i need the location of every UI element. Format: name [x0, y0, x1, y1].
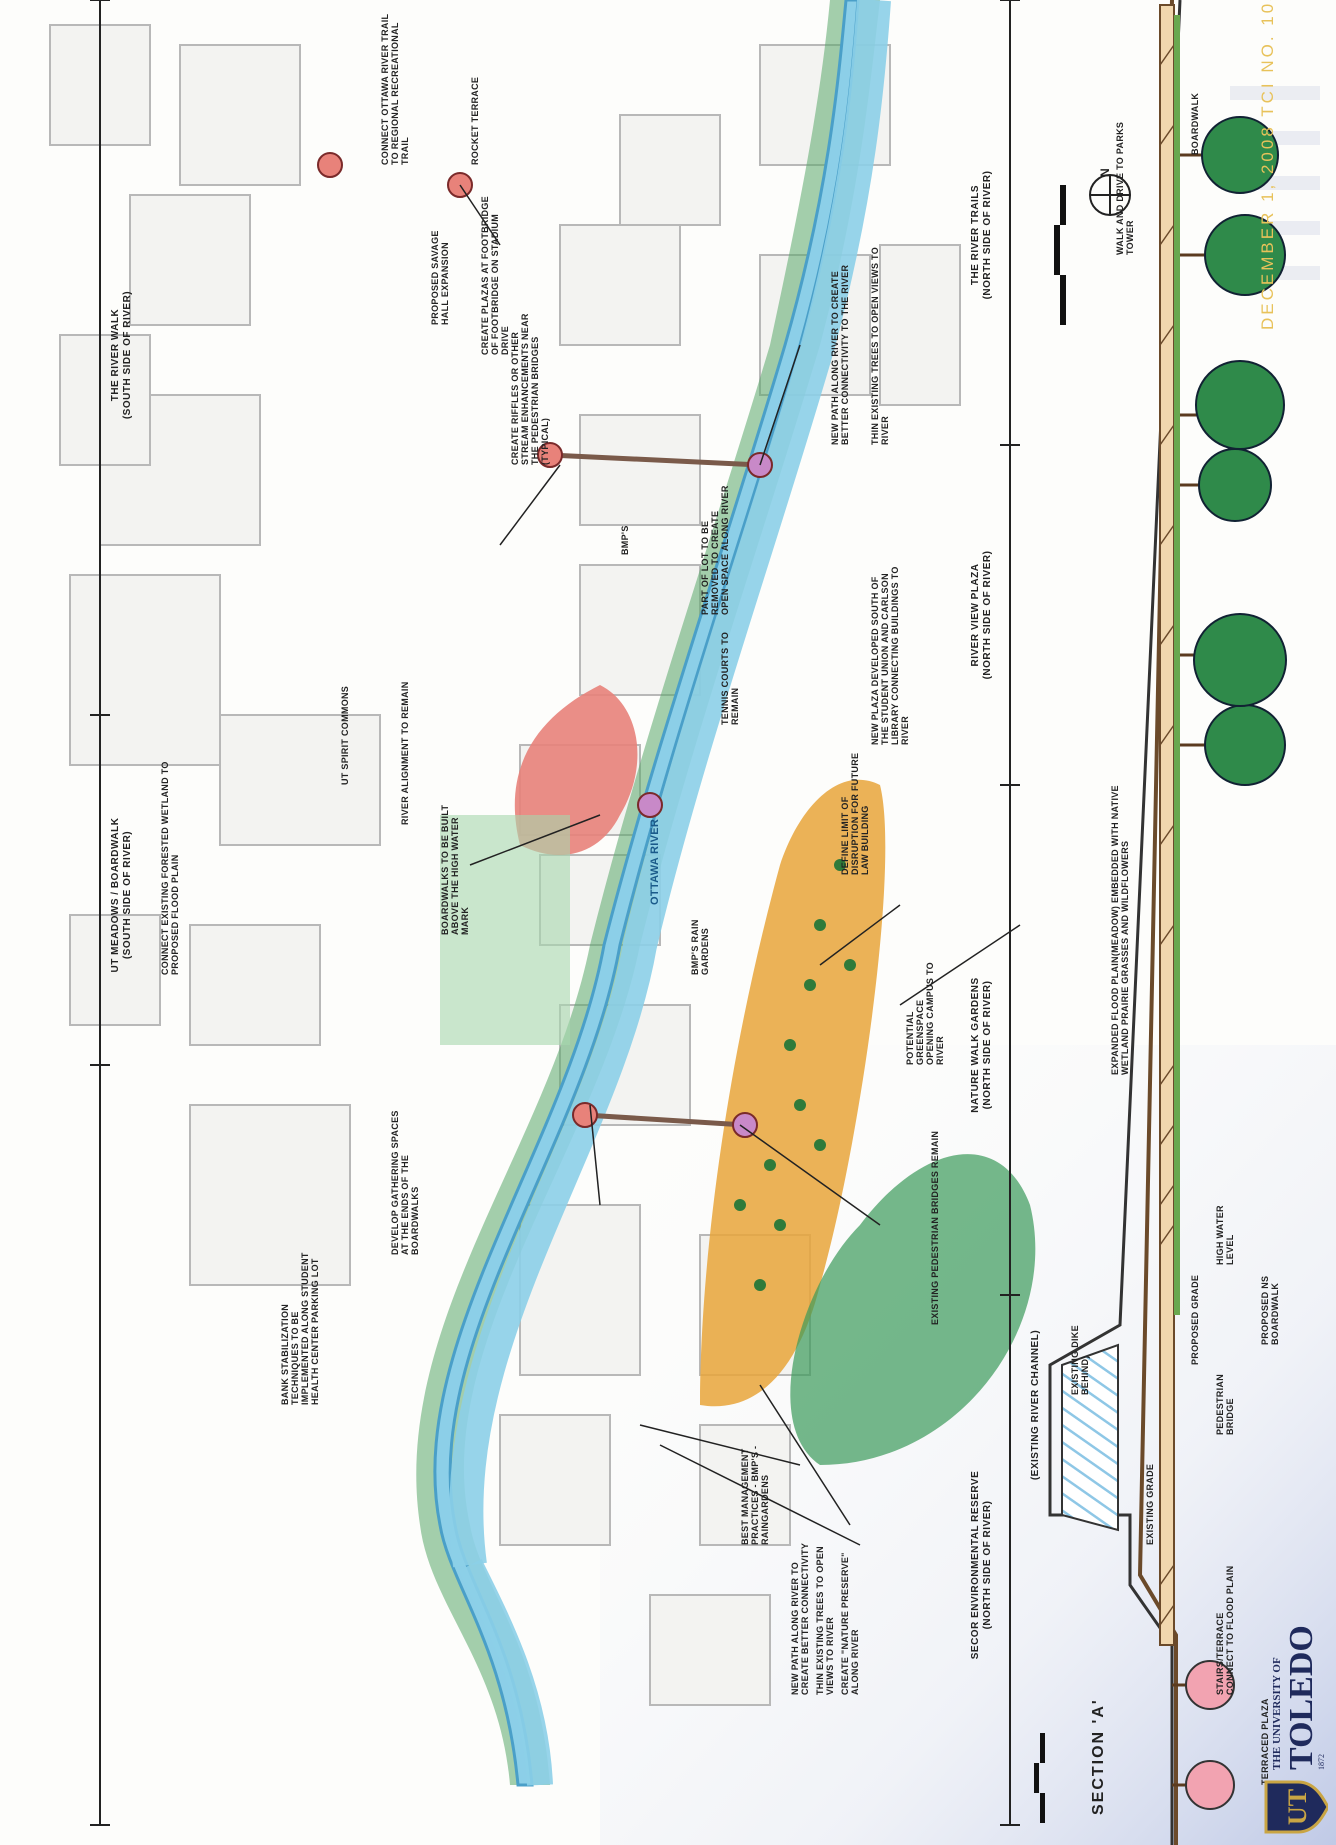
label-bmps: BMP'S [620, 525, 630, 555]
bridge-node-3 [637, 792, 663, 818]
zone-secor-environmental-reserve: SECOR ENVIRONMENTAL RESERVE(NORTH SIDE O… [970, 1355, 994, 1775]
zone-river-walk: THE RIVER WALK(SOUTH SIDE OF RIVER) [110, 15, 134, 695]
zone-ut-meadows-boardwalk: UT MEADOWS / BOARDWALK(SOUTH SIDE OF RIV… [110, 745, 134, 1045]
green-tree-5 [1180, 214, 1286, 296]
zone-dimension-lines [90, 0, 1020, 1826]
trail-connector-node [317, 152, 343, 178]
label-thin-trees-east: THIN EXISTING TREES TO OPEN VIEWS TO RIV… [870, 247, 890, 445]
label-thin-trees-west: THIN EXISTING TREES TO OPEN VIEWS TO RIV… [815, 1546, 835, 1695]
ut-meadows [700, 779, 886, 1407]
label-boardwalk: BOARDWALK [1190, 92, 1200, 155]
zone-title: THE RIVER WALK [110, 308, 121, 402]
date-project-number: DECEMBER 1, 2008 TCI NO. 105552 [1258, 0, 1277, 330]
label-connect-wetland: CONNECT EXISTING FORESTED WETLAND TO PRO… [160, 761, 180, 975]
river-channel-hatch [1061, 1343, 1119, 1532]
north-arrow [1089, 174, 1131, 216]
zone-sub: (NORTH SIDE OF RIVER) [982, 1500, 993, 1630]
label-proposed-ns-boardwalk: PROPOSED NS BOARDWALK [1260, 1275, 1280, 1345]
meadow-strip [1174, 15, 1180, 1315]
bridge-node-4 [537, 442, 563, 468]
label-existing-dike: EXISTING DIKE BEHIND) [1070, 1325, 1090, 1395]
label-tennis-courts: TENNIS COURTS TO REMAIN [720, 631, 740, 725]
zone-nature-walk-gardens: NATURE WALK GARDENS(NORTH SIDE OF RIVER) [970, 805, 994, 1285]
zone-sub: (SOUTH SIDE OF RIVER) [122, 830, 133, 960]
label-pedestrian-bridge: PEDESTRIAN BRIDGE [1215, 1373, 1235, 1435]
label-create-riffles: CREATE RIFFLES OR OTHER STREAM ENHANCEME… [510, 313, 550, 465]
north-arrow-letter: N [1098, 168, 1112, 177]
label-create-plazas: CREATE PLAZAS AT FOOTBRIDGE OF FOOTBRIDG… [480, 196, 510, 355]
label-high-water-level: HIGH WATER LEVEL [1215, 1205, 1235, 1265]
zone-river-trails: THE RIVER TRAILS(NORTH SIDE OF RIVER) [970, 35, 994, 435]
bridge-node-1 [572, 1102, 598, 1128]
zone-sub: (SOUTH SIDE OF RIVER) [122, 290, 133, 420]
logo-seal-text: UT [1283, 1789, 1312, 1825]
label-rocket-terrace: ROCKET TERRACE [470, 76, 480, 165]
label-bank-stabilization: BANK STABILIZATION TECHNIQUES TO BE IMPL… [280, 1252, 320, 1405]
logo-year: 1872 [1317, 1754, 1326, 1770]
pink-tree-2 [1172, 1660, 1235, 1710]
label-potential-greenspace: POTENTIAL GREENSPACE OPENING CAMPUS TO R… [905, 962, 945, 1065]
leader-lines [459, 184, 1021, 1546]
label-walk-and-drive: WALK AND DRIVE TO PARKS TOWER [1115, 121, 1135, 255]
label-existing-river-channel: (EXISTING RIVER CHANNEL) [1030, 1329, 1041, 1481]
label-expanded-flood-plain: EXPANDED FLOOD PLAIN(MEADOW) EMBEDDED WI… [1110, 785, 1130, 1075]
zone-title: THE RIVER TRAILS [970, 184, 981, 286]
label-proposed-grade: PROPOSED GRADE [1190, 1274, 1200, 1365]
section-title: SECTION 'A' [1090, 1698, 1107, 1815]
ut-shield-icon [1264, 1780, 1330, 1834]
label-river-alignment: RIVER ALIGNMENT TO REMAIN [400, 681, 410, 825]
graphic-scale-plan [1054, 185, 1066, 325]
graphic-scale-section [1034, 1733, 1045, 1823]
label-ottawa-river: OTTAWA RIVER [649, 818, 661, 905]
label-savage-hall: PROPOSED SAVAGE HALL EXPANSION [430, 230, 450, 325]
pink-tree-1 [1172, 1760, 1235, 1810]
section-a-drawing [1048, 0, 1287, 1845]
university-logo: UT THE UNIVERSITY OF TOLEDO 1872 [1258, 1575, 1330, 1840]
proposed-grade-line [1137, 0, 1178, 1845]
label-ut-spirit-commons: UT SPIRIT COMMONS [340, 685, 350, 785]
label-boardwalks-above: BOARDWALKS TO BE BUILT ABOVE THE HIGH WA… [440, 804, 470, 935]
river-corridor [90, 0, 1036, 1826]
label-part-of-lot: PART OF LOT TO BE REMOVED TO CREATE OPEN… [700, 485, 730, 615]
zone-sub: (NORTH SIDE OF RIVER) [982, 550, 993, 680]
zone-river-view-plaza: RIVER VIEW PLAZA(NORTH SIDE OF RIVER) [970, 455, 994, 775]
logo-name: TOLEDO [1283, 1625, 1320, 1770]
label-bmp-rain-gardens: BMP'S RAIN GARDENS [690, 919, 710, 975]
potential-greenspace [440, 815, 570, 1045]
zone-title: SECOR ENVIRONMENTAL RESERVE [970, 1470, 981, 1660]
green-tree-2 [1180, 613, 1287, 707]
label-new-path-east: NEW PATH ALONG RIVER TO CREATE BETTER CO… [830, 264, 850, 445]
green-tree-6 [1180, 116, 1279, 194]
logo-graphic: UT THE UNIVERSITY OF TOLEDO 1872 [1264, 1625, 1330, 1834]
label-nature-preserve: CREATE "NATURE PRESERVE" ALONG RIVER [840, 1552, 860, 1695]
zone-title: RIVER VIEW PLAZA [970, 563, 981, 667]
pedestrian-bridges [317, 152, 773, 1138]
label-new-path-west: NEW PATH ALONG RIVER TO CREATE BETTER CO… [790, 1542, 810, 1695]
label-stairs-terrace: STAIRS/TERRACE CONNECT TO FLOOD PLAIN [1215, 1565, 1235, 1695]
bridge-node-2 [732, 1112, 758, 1138]
label-connect-trail: CONNECT OTTAWA RIVER TRAIL TO REGIONAL R… [380, 13, 410, 165]
label-existing-pedestrian-bridges: EXISTING PEDESTRIAN BRIDGES REMAIN [930, 1130, 940, 1325]
section-trees [1172, 116, 1287, 1810]
green-tree-3 [1180, 448, 1272, 522]
river-view-plaza [514, 685, 638, 855]
label-develop-gathering: DEVELOP GATHERING SPACES AT THE ENDS OF … [390, 1110, 420, 1255]
label-new-plaza: NEW PLAZA DEVELOPED SOUTH OF THE STUDENT… [870, 566, 910, 745]
label-existing-grade: EXISTING GRADE [1145, 1463, 1155, 1545]
zone-sub: (NORTH SIDE OF RIVER) [982, 980, 993, 1110]
forested-wetland [790, 1154, 1036, 1465]
zone-title: NATURE WALK GARDENS [970, 977, 981, 1113]
green-tree-1 [1180, 704, 1286, 786]
logo-line1: THE UNIVERSITY OF [1271, 1657, 1283, 1770]
boardwalk-deck [1159, 4, 1175, 1646]
green-tree-4 [1180, 360, 1285, 450]
zone-sub: (NORTH SIDE OF RIVER) [982, 170, 993, 300]
label-bmp-raingardens: BEST MANAGEMENT PRACTICES - BMP'S - RAIN… [740, 1445, 770, 1545]
zone-title: UT MEADOWS / BOARDWALK [110, 817, 121, 973]
label-define-limit: DEFINE LIMIT OF DISRUPTION FOR FUTURE LA… [840, 752, 870, 875]
